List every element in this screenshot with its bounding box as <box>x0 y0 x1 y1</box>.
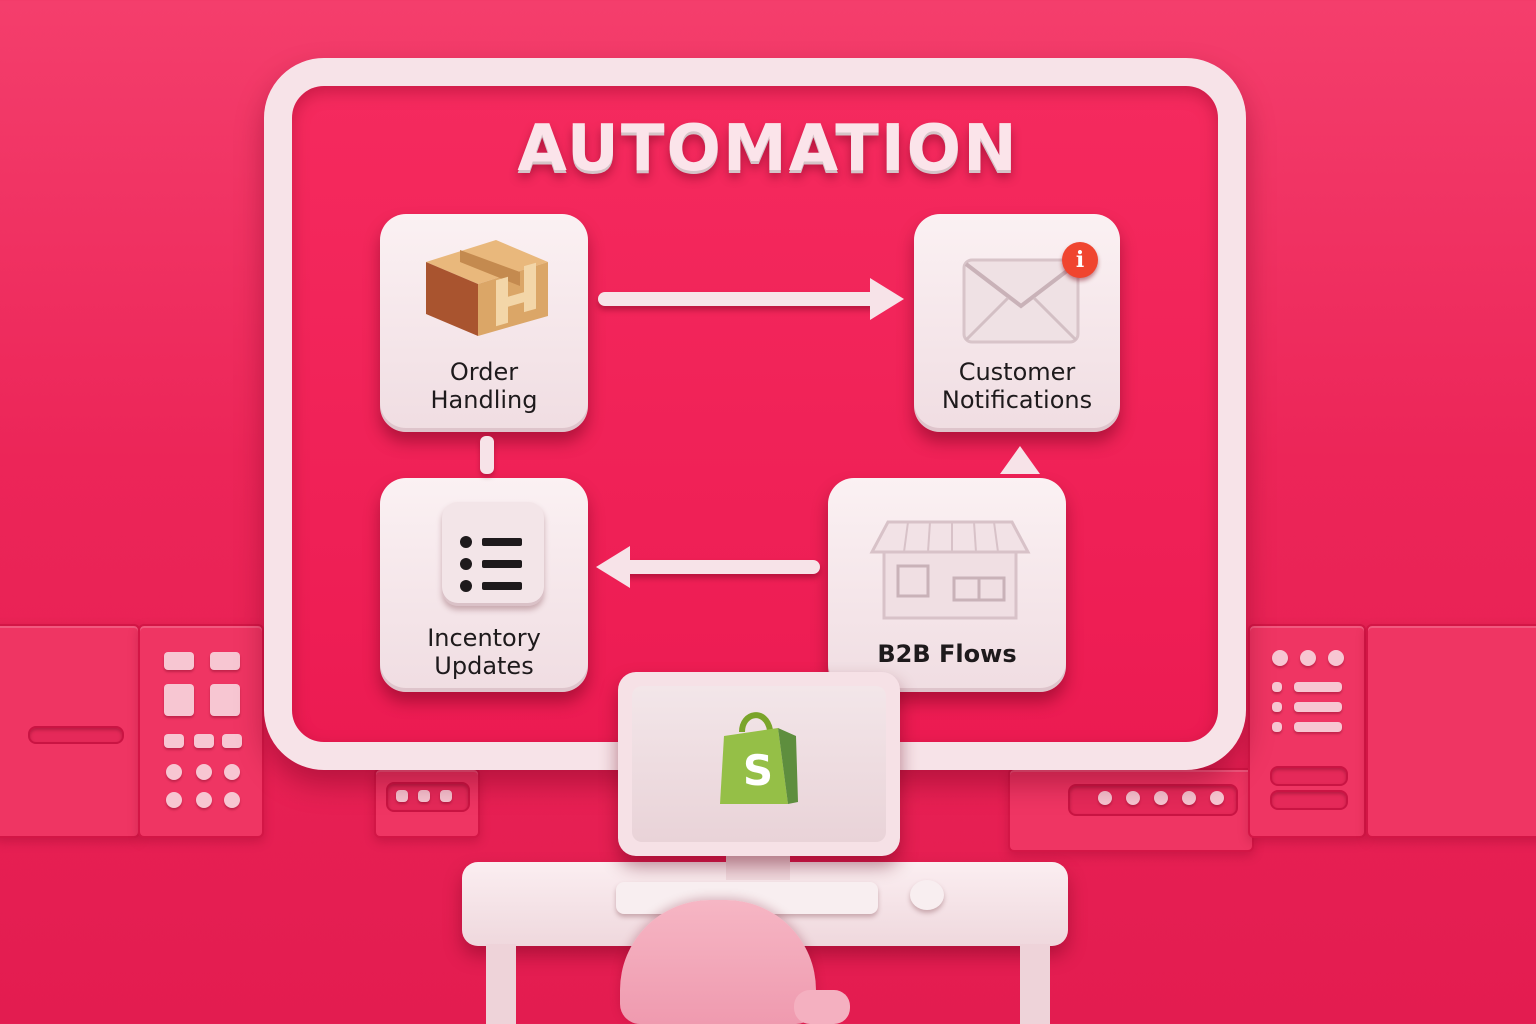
node-label-line: Order <box>449 358 519 386</box>
right-wall-cabinet <box>1366 624 1536 838</box>
edge-b2b-to-inventory <box>616 560 820 574</box>
node-label: Order Handling <box>380 358 588 414</box>
monitor-stand <box>726 854 790 880</box>
edge-inventory-to-order <box>480 436 494 474</box>
arrow-left-head-icon <box>596 546 630 588</box>
monitor: S <box>618 672 900 856</box>
node-label-line: Handling <box>430 386 538 414</box>
right-lower-panel <box>1008 768 1254 852</box>
envelope-notification-icon <box>962 258 1080 344</box>
notification-badge: i <box>1062 242 1098 278</box>
node-label-line: Customer <box>958 358 1076 386</box>
desk-leg <box>486 944 516 1024</box>
node-customer-notifications[interactable]: i Customer Notifications <box>914 214 1120 432</box>
edge-order-to-notifications <box>598 292 882 306</box>
left-lower-panel <box>374 768 480 838</box>
desk-leg <box>1020 944 1050 1024</box>
node-label-line: Notifications <box>941 386 1093 414</box>
node-label-line: Incentory <box>427 624 541 652</box>
monitor-screen: S <box>632 686 886 842</box>
checklist-icon <box>442 502 544 606</box>
shopify-bag-icon <box>720 712 798 804</box>
left-control-panel <box>138 624 264 838</box>
left-wall-cabinet <box>0 624 140 838</box>
left-cabinet-handle <box>28 726 124 744</box>
chair <box>620 900 816 1024</box>
mouse <box>910 880 944 910</box>
package-box-icon <box>426 240 548 336</box>
arrow-up-head-icon <box>1000 446 1040 474</box>
arrow-right-head-icon <box>870 278 904 320</box>
node-label: B2B Flows <box>828 640 1066 668</box>
node-b2b-flows[interactable]: B2B Flows <box>828 478 1066 692</box>
node-label: Customer Notifications <box>914 358 1120 414</box>
chair-armrest <box>794 990 850 1024</box>
shopify-logo-letter: S <box>742 746 774 795</box>
node-label: Incentory Updates <box>380 624 588 680</box>
node-incentory-updates[interactable]: Incentory Updates <box>380 478 588 692</box>
node-label-line: B2B Flows <box>877 640 1017 668</box>
storefront-icon <box>869 520 1031 620</box>
node-order-handling[interactable]: Order Handling <box>380 214 588 432</box>
right-control-panel <box>1248 624 1366 838</box>
diagram-title: AUTOMATION <box>517 112 1019 186</box>
node-label-line: Updates <box>434 652 534 680</box>
